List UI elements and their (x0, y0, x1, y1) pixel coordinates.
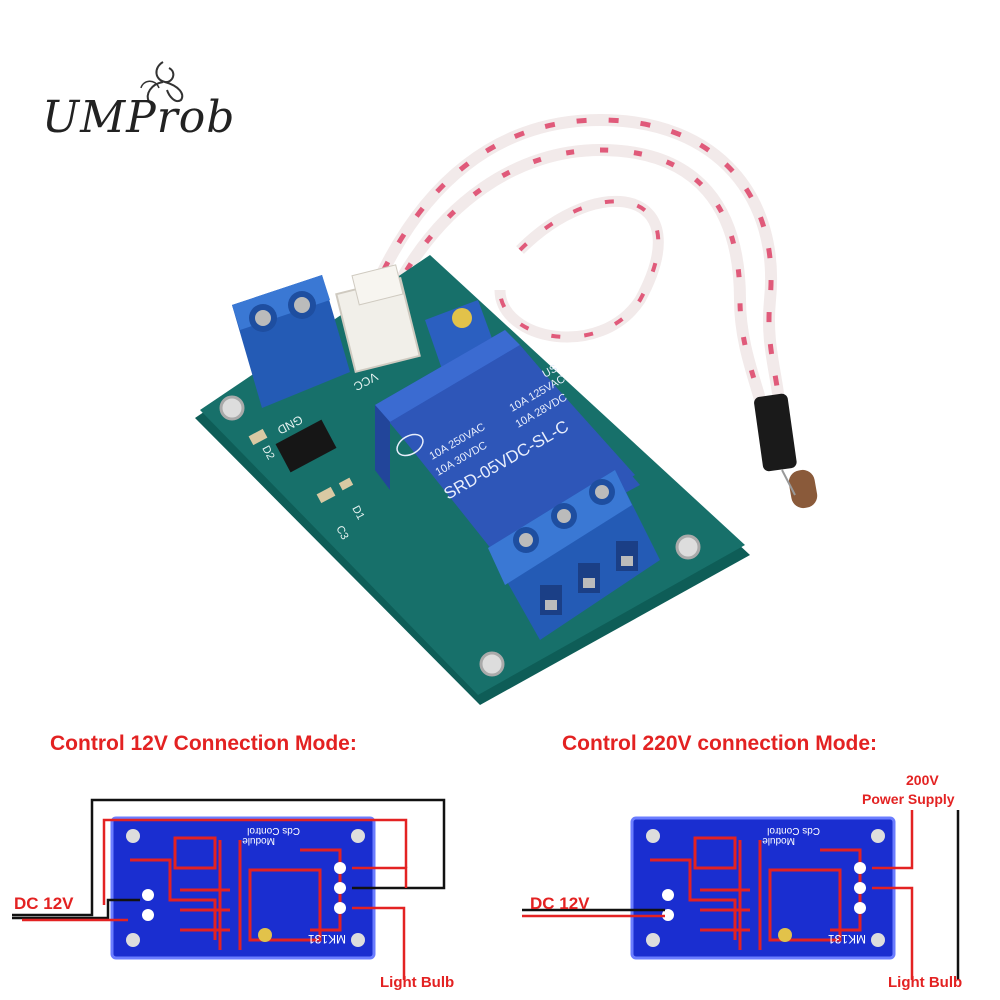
left-dc-label: DC 12V (14, 894, 74, 913)
right-power-label-2: Power Supply (862, 791, 955, 807)
left-bulb-label: Light Bulb (380, 974, 455, 991)
left-wiring-diagram: Cds Control Module MK131 (12, 798, 446, 980)
right-caption: Control 220V connection Mode: (562, 732, 878, 755)
silk-d1: D1 (349, 504, 366, 522)
board-text-mk: MK131 (308, 932, 346, 946)
silk-d2: D2 (259, 444, 276, 462)
relay-module-photo: GND VCC D2 C3 D1 US 10A 125VAC 10A 28VDC (195, 113, 818, 705)
board-text-module: Module (762, 835, 795, 846)
brand-logo: UMProb (38, 58, 238, 158)
input-terminal-block (232, 275, 350, 408)
logo-text: UMProb (42, 92, 236, 143)
right-power-label-1: 200V (906, 772, 939, 788)
board-text-cds: Cds Control (247, 825, 300, 836)
sensor-cable (364, 113, 818, 509)
board-text-cds: Cds Control (767, 825, 820, 836)
wire-red-bulb (872, 886, 914, 980)
wire-black (12, 798, 446, 917)
sensor-connector (335, 264, 421, 374)
output-terminal-block (488, 470, 660, 640)
board-text-mk: MK131 (828, 932, 866, 946)
board-text-module: Module (242, 835, 275, 846)
left-caption: Control 12V Connection Mode: (50, 732, 357, 755)
silk-c3: C3 (333, 524, 350, 542)
butterfly-flourish-icon (140, 61, 184, 103)
right-bulb-label: Light Bulb (888, 974, 963, 991)
wire-red-bulb (352, 906, 406, 980)
right-wiring-diagram: Cds Control Module MK131 (522, 810, 960, 980)
wire-red-supply (872, 810, 914, 870)
right-dc-label: DC 12V (530, 894, 590, 913)
